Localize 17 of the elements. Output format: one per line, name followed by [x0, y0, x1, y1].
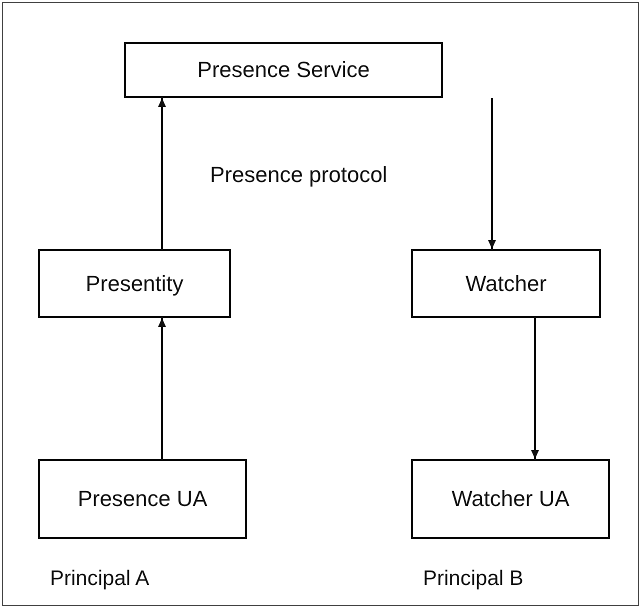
box-label: Watcher UA — [452, 486, 570, 512]
box-label: Presence Service — [197, 57, 370, 83]
arrow — [158, 318, 166, 459]
arrow — [488, 98, 496, 249]
node-caption: Principal A — [50, 567, 150, 591]
process-box — [38, 459, 247, 539]
process-box — [411, 249, 601, 318]
process-box — [38, 249, 231, 318]
arrow — [158, 98, 166, 249]
box-label: Presentity — [86, 270, 184, 296]
process-box — [411, 459, 610, 539]
box-label: Watcher — [465, 270, 547, 296]
node-caption: Principal B — [423, 567, 524, 591]
process-box — [124, 42, 443, 98]
arrow — [531, 318, 539, 459]
box-label: Presence UA — [78, 486, 208, 512]
protocol-label: Presence protocol — [210, 162, 388, 188]
